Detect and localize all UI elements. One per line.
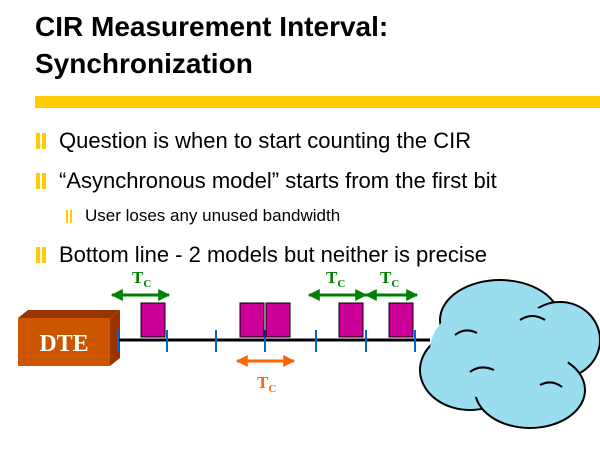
tc-label-orange: TC [257,373,276,395]
frames [140,302,414,338]
frame-block [338,302,364,338]
title-line-2: Synchronization [35,48,253,79]
frame-block [265,302,291,338]
slide-title: CIR Measurement Interval: Synchronizatio… [35,8,575,82]
sub-bullet-text: User loses any unused bandwidth [85,206,341,225]
bullet-item: “Asynchronous model” starts from the fir… [36,168,497,194]
frame-block [239,302,265,338]
bullet-item: Question is when to start counting the C… [36,128,471,154]
bullet-text: Question is when to start counting the C… [59,128,472,153]
bullet-text: Bottom line - 2 models but neither is pr… [59,242,487,267]
dte-label: DTE [39,331,88,357]
dte-box: DTE [18,310,120,366]
dte-box-front [18,318,110,366]
time-ticks [117,330,416,352]
cir-interval-diagram: DTE TC TC TC TC [18,268,600,429]
sub-bullet-icon [66,209,72,223]
frame-block [140,302,166,338]
sub-bullet-item: User loses any unused bandwidth [66,206,340,226]
tc-label: TC [380,268,399,290]
tc-label: TC [132,268,151,290]
dte-box-top [18,310,120,318]
tc-label: TC [326,268,345,290]
bullet-icon [36,133,46,149]
bullet-icon [36,247,46,263]
bullet-icon [36,173,46,189]
frame-block [388,302,414,338]
title-line-1: CIR Measurement Interval: [35,11,389,42]
cloud-icon [419,279,600,429]
bullet-text: “Asynchronous model” starts from the fir… [59,168,497,193]
title-underline-bar [35,96,600,108]
bullet-item: Bottom line - 2 models but neither is pr… [36,242,487,268]
